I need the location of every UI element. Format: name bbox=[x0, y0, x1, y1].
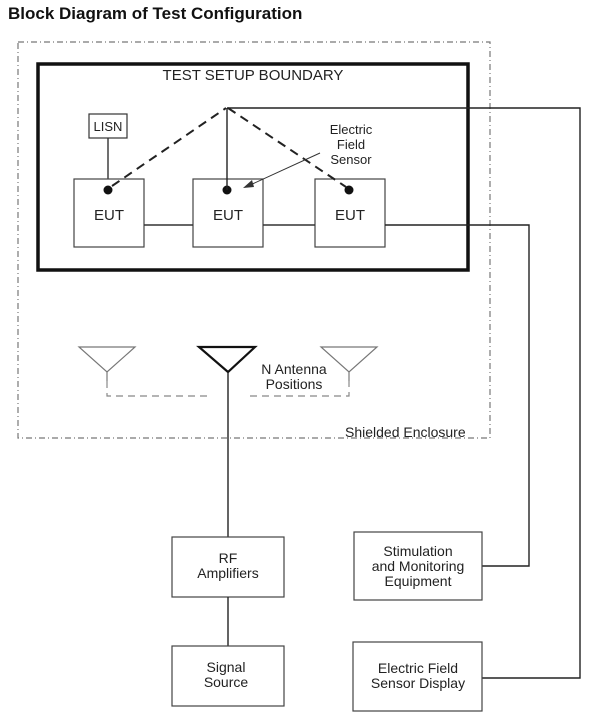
sensor-label-line-3: Sensor bbox=[330, 152, 372, 167]
eut-label-2: EUT bbox=[213, 207, 243, 224]
diagram-title: Block Diagram of Test Configuration bbox=[8, 4, 303, 23]
stimulation-label-2: and Monitoring bbox=[372, 558, 465, 574]
test-setup-boundary bbox=[36, 62, 470, 272]
lisn-label: LISN bbox=[94, 119, 123, 134]
eut-label-1: EUT bbox=[94, 207, 124, 224]
rf-amplifiers-label-1: RF bbox=[219, 550, 238, 566]
antenna-right-icon bbox=[319, 346, 379, 373]
stimulation-box bbox=[353, 531, 483, 601]
stimulation-label-3: Equipment bbox=[385, 573, 452, 589]
sensor-dashed-right bbox=[227, 107, 347, 188]
antenna-label-line-2: Positions bbox=[266, 376, 323, 392]
antenna-center-icon bbox=[196, 345, 258, 374]
signal-source-box bbox=[171, 645, 285, 707]
antenna-positions-dashed-right bbox=[250, 381, 350, 397]
stimulation-cable bbox=[385, 224, 530, 567]
antenna-label-line-1: N Antenna bbox=[261, 361, 327, 377]
antenna-positions-dashed-left bbox=[106, 381, 208, 397]
sensor-dashed-left bbox=[111, 107, 227, 187]
sensor-pointer-arrow bbox=[247, 152, 321, 187]
sensor-pointer-arrowhead bbox=[243, 180, 254, 188]
sensor-dot-3 bbox=[344, 185, 354, 195]
sensor-dot-1 bbox=[103, 185, 113, 195]
stimulation-label-1: Stimulation bbox=[383, 543, 452, 559]
eut-label-3: EUT bbox=[335, 207, 365, 224]
sensor-display-box bbox=[352, 641, 483, 712]
signal-source-label-2: Source bbox=[204, 674, 249, 690]
sensor-display-label-2: Sensor Display bbox=[371, 675, 465, 691]
signal-source-label-1: Signal bbox=[207, 659, 246, 675]
shielded-enclosure-boundary bbox=[17, 41, 491, 439]
sensor-display-label-1: Electric Field bbox=[378, 660, 458, 676]
antenna-left-icon bbox=[77, 346, 137, 373]
lisn-box bbox=[88, 113, 128, 139]
rf-amplifiers-label-2: Amplifiers bbox=[197, 565, 258, 581]
rf-amplifiers-box bbox=[171, 536, 285, 598]
sensor-display-cable bbox=[227, 107, 581, 679]
sensor-label-line-2: Field bbox=[337, 137, 365, 152]
shielded-enclosure-label: Shielded Enclosure bbox=[345, 424, 466, 440]
sensor-label-line-1: Electric bbox=[330, 122, 373, 137]
test-setup-boundary-label: TEST SETUP BOUNDARY bbox=[163, 67, 344, 84]
